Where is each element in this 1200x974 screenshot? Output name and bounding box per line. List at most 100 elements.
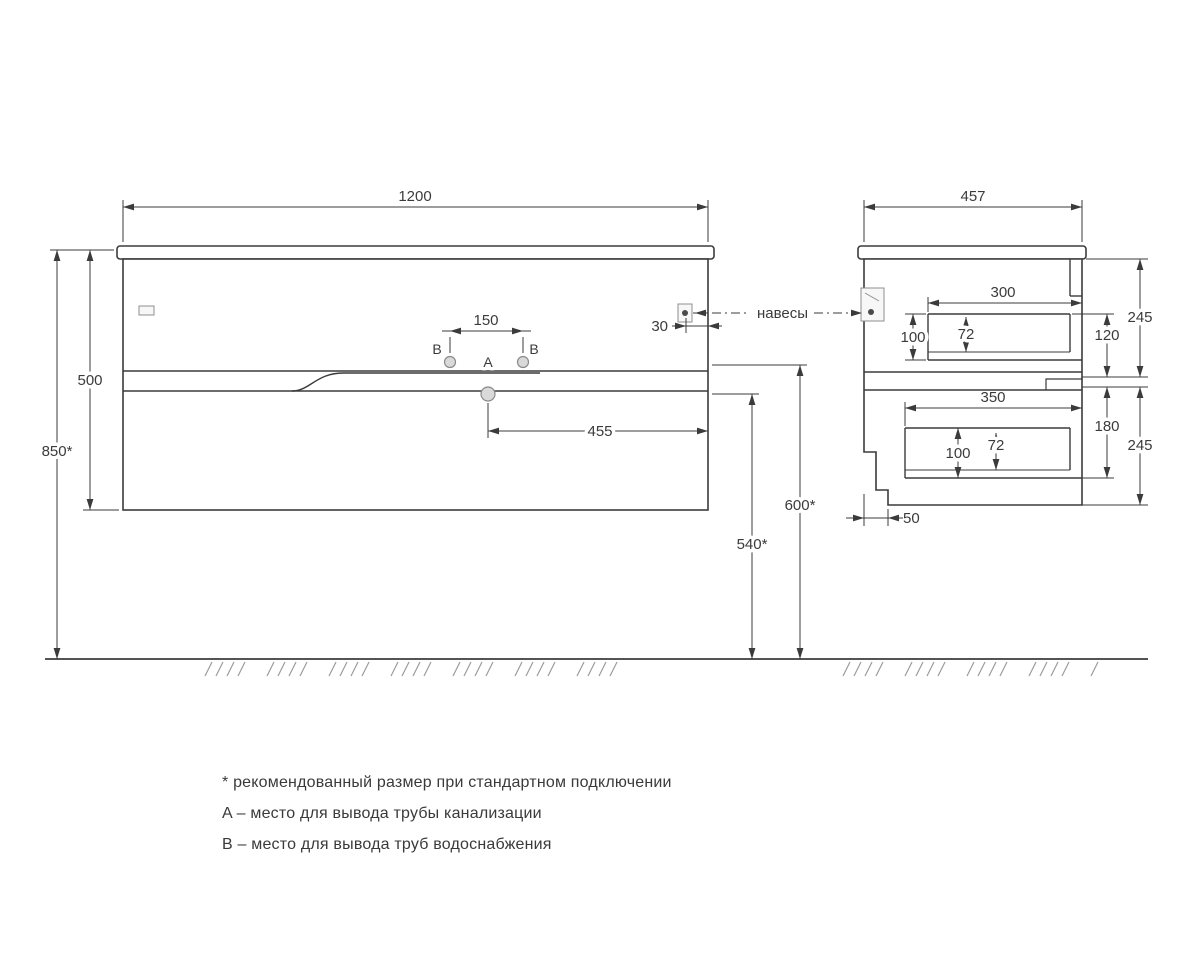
floor-hatch <box>1039 661 1048 677</box>
arrowhead <box>954 428 962 439</box>
floor-hatch <box>514 661 523 677</box>
side-plinth-recess-dim-label: 50 <box>903 510 920 527</box>
arrowhead <box>796 365 804 376</box>
hanger-bracket <box>860 287 885 322</box>
arrowhead <box>1103 467 1111 478</box>
arrowhead <box>1136 494 1144 505</box>
arrowhead <box>992 433 1000 444</box>
side-cabinet-outline <box>863 258 1083 506</box>
arrowhead <box>851 309 862 317</box>
arrowhead <box>53 250 61 261</box>
cabinet-panel <box>857 245 1087 260</box>
side-bottom-drawer-height-dim-label: 100 <box>945 445 970 462</box>
arrowhead <box>1103 314 1111 325</box>
floor-hatch <box>485 661 494 677</box>
arrowhead <box>748 394 756 405</box>
floor-hatch <box>215 661 224 677</box>
floor-hatch <box>904 661 913 677</box>
arrowhead <box>853 514 864 522</box>
floor-hatch <box>576 661 585 677</box>
legend-note-b: B – место для вывода труб водоснабжения <box>222 836 552 853</box>
point-b-left-label: B <box>432 341 441 357</box>
arrowhead <box>86 250 94 261</box>
floor-hatch <box>1061 661 1070 677</box>
point-b-right-label: B <box>529 341 538 357</box>
hanger-bracket <box>138 305 155 316</box>
floor-hatch <box>864 661 873 677</box>
arrowhead <box>86 499 94 510</box>
side-top-drawer-inner-dim-label: 72 <box>958 326 975 343</box>
arrowhead <box>954 467 962 478</box>
arrowhead <box>909 349 917 360</box>
floor-hatch <box>226 661 235 677</box>
side-bottom-section-dim-label: 245 <box>1127 437 1152 454</box>
arrowhead <box>992 459 1000 470</box>
floor-hatch <box>1090 661 1099 677</box>
arrowhead <box>928 299 939 307</box>
arrowhead <box>53 648 61 659</box>
floor-hatch <box>299 661 308 677</box>
floor-hatch <box>1050 661 1059 677</box>
arrowhead <box>697 427 708 435</box>
pipe-outlet-mark <box>443 355 457 369</box>
arrowhead <box>697 203 708 211</box>
floor-hatch <box>1028 661 1037 677</box>
floor-hatch <box>339 661 348 677</box>
hanger-bracket-detail <box>864 292 880 302</box>
arrowhead <box>675 322 686 330</box>
arrowhead <box>1136 387 1144 398</box>
front-width-dim-label: 1200 <box>398 188 431 205</box>
floor-hatch <box>853 661 862 677</box>
arrowhead <box>905 404 916 412</box>
side-bottom-drawer-inner-dim-label: 72 <box>988 437 1005 454</box>
floor-hatch <box>401 661 410 677</box>
floor-hatch <box>328 661 337 677</box>
rail-detail <box>1045 378 1082 390</box>
floor-hatch <box>474 661 483 677</box>
legend: * рекомендованный размер при стандартном… <box>222 774 671 853</box>
floor-hatch <box>587 661 596 677</box>
cabinet-panel <box>116 245 715 260</box>
side-depth-dim-label: 457 <box>960 188 985 205</box>
front-height-dim-label: 500 <box>77 372 102 389</box>
floor-hatch <box>547 661 556 677</box>
side-top-front-height-dim-label: 120 <box>1094 327 1119 344</box>
side-bottom-drawer-depth-dim-label: 350 <box>980 389 1005 406</box>
floor-hatch <box>977 661 986 677</box>
floor-hatch <box>277 661 286 677</box>
floor-hatch <box>536 661 545 677</box>
floor-hatch <box>423 661 432 677</box>
point-a-label: A <box>483 354 493 370</box>
arrowhead <box>708 322 719 330</box>
front-b-spacing-dim-label: 150 <box>473 312 498 329</box>
front-drain-offset-dim-label: 455 <box>587 423 612 440</box>
legend-note-a: A – место для вывода трубы канализации <box>222 805 542 822</box>
floor-hatch <box>598 661 607 677</box>
arrowhead <box>864 203 875 211</box>
arrowhead <box>1071 299 1082 307</box>
hangers-label: навесы <box>757 305 808 322</box>
cabinet-panel <box>122 258 709 511</box>
arrowhead <box>962 317 970 328</box>
floor-hatch <box>361 661 370 677</box>
side-bottom-front-height-dim-label: 180 <box>1094 418 1119 435</box>
floor-hatch <box>463 661 472 677</box>
floor-hatch <box>412 661 421 677</box>
floor-hatch <box>926 661 935 677</box>
arrowhead <box>796 648 804 659</box>
front-mount-height-dim-label: 850* <box>42 443 73 460</box>
side-top-section-dim-label: 245 <box>1127 309 1152 326</box>
floor-hatch <box>204 661 213 677</box>
arrowhead <box>1103 387 1111 398</box>
floor-hatch <box>842 661 851 677</box>
arrowhead <box>512 327 523 335</box>
arrowhead <box>962 341 970 352</box>
arrowhead <box>450 327 461 335</box>
floor-hatch <box>390 661 399 677</box>
arrowhead <box>123 203 134 211</box>
side-top-drawer-height-dim-label: 100 <box>900 329 925 346</box>
arrowhead <box>1136 259 1144 270</box>
arrowhead <box>695 309 706 317</box>
